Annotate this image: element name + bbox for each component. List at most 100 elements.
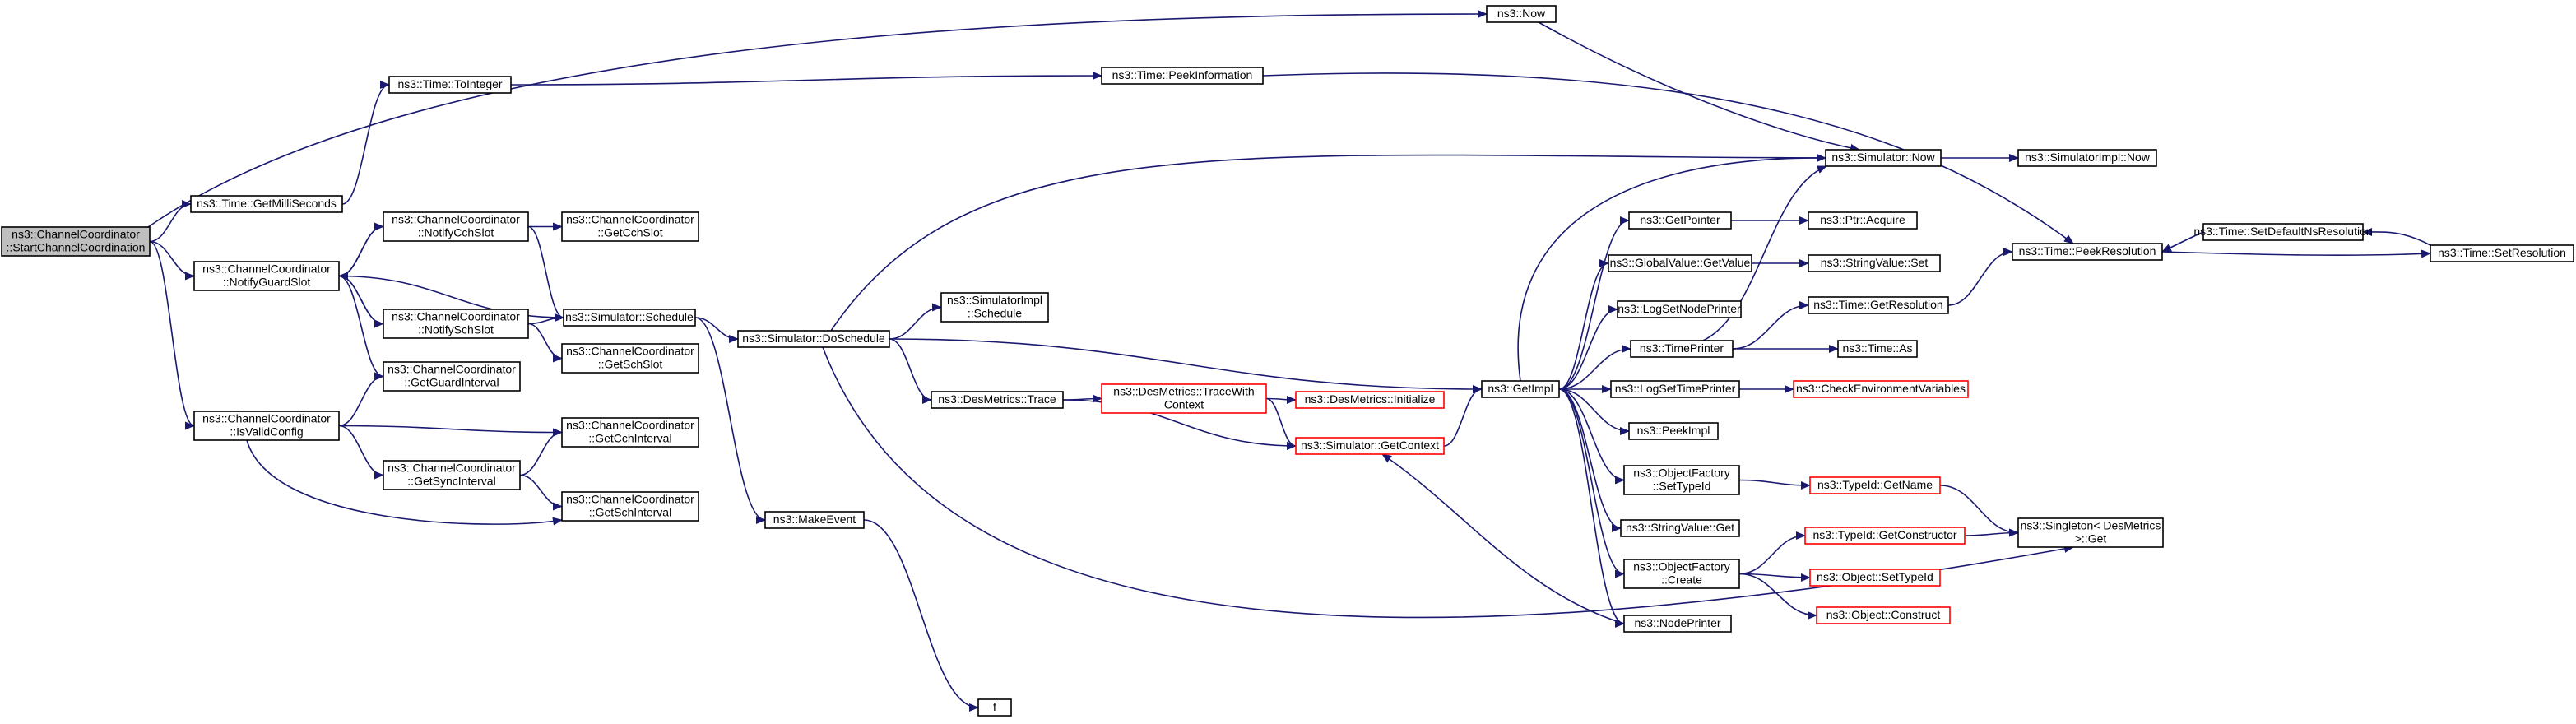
node-getres[interactable]: ns3::Time::GetResolution (1808, 296, 1949, 314)
node-getimpl[interactable]: ns3::GetImpl (1481, 380, 1560, 398)
node-checkenv[interactable]: ns3::CheckEnvironmentVariables (1793, 380, 1969, 398)
node-dminit[interactable]: ns3::DesMetrics::Initialize (1295, 391, 1445, 409)
node-simsched[interactable]: ns3::Simulator::Schedule (563, 309, 696, 327)
node-box (1630, 340, 1734, 358)
node-ofcreate[interactable]: ns3::ObjectFactory::Create (1623, 559, 1740, 589)
node-label: ::NotifyGuardSlot (223, 276, 311, 289)
node-objsettypeid[interactable]: ns3::Object::SetTypeId (1809, 569, 1941, 587)
node-simimplnow[interactable]: ns3::SimulatorImpl::Now (2017, 149, 2157, 167)
node-box (1809, 476, 1941, 494)
edge-getimpl-to-nodeprinter (1558, 388, 1625, 628)
node-simnow[interactable]: ns3::Simulator::Now (1825, 149, 1942, 167)
edge-simsched-to-makeevent (694, 317, 766, 524)
node-gvgetvalue[interactable]: ns3::GlobalValue::GetValue (1608, 254, 1752, 272)
node-label: ns3::LogSetTimePrinter (1615, 382, 1736, 395)
node-label: ns3::LogSetNodePrinter (1618, 302, 1741, 315)
edge-getms-to-toint (341, 81, 390, 205)
node-label: ::Schedule (968, 307, 1022, 320)
node-getguard[interactable]: ns3::ChannelCoordinator::GetGuardInterva… (383, 361, 521, 392)
node-box (1610, 380, 1740, 398)
node-box (1295, 391, 1445, 409)
node-box (2017, 517, 2164, 548)
node-box (383, 361, 521, 392)
node-nodeprinter[interactable]: ns3::NodePrinter (1623, 615, 1732, 633)
node-notifysch[interactable]: ns3::ChannelCoordinator::NotifySchSlot (383, 309, 529, 339)
node-dosched[interactable]: ns3::Simulator::DoSchedule (737, 330, 890, 348)
node-box (190, 195, 343, 213)
node-getschslot[interactable]: ns3::ChannelCoordinator::GetSchSlot (561, 343, 699, 374)
node-tidgetctor[interactable]: ns3::TypeId::GetConstructor (1804, 527, 1966, 545)
node-getsync[interactable]: ns3::ChannelCoordinator::GetSyncInterval (383, 460, 521, 490)
node-makeevent[interactable]: ns3::MakeEvent (764, 511, 865, 529)
node-timeas[interactable]: ns3::Time::As (1837, 340, 1918, 358)
node-label: ns3::SimulatorImpl (947, 294, 1042, 307)
node-box (1808, 296, 1949, 314)
edge-ofcreate-to-objsettypeid (1738, 573, 1811, 582)
node-label: ns3::Time::GetResolution (1813, 298, 1942, 311)
node-label: ns3::Time::ToInteger (397, 77, 502, 90)
edge-ofcreate-to-tidgetctor (1738, 531, 1806, 575)
node-label: f (993, 700, 996, 713)
edge-ofsettypeid-to-tidgetname (1738, 479, 1811, 490)
node-start[interactable]: ns3::ChannelCoordinator::StartChannelCoo… (1, 226, 151, 257)
node-label: ::GetCchSlot (597, 226, 662, 239)
edge-path (338, 272, 384, 325)
node-tidgetname[interactable]: ns3::TypeId::GetName (1809, 476, 1941, 494)
edge-path (1558, 345, 1631, 390)
node-singleton[interactable]: ns3::Singleton< DesMetrics >::Get (2017, 517, 2164, 548)
edge-path (149, 240, 195, 430)
node-box (1620, 519, 1740, 537)
edge-notifyguard-to-getguard (338, 275, 384, 381)
node-svget[interactable]: ns3::StringValue::Get (1620, 519, 1740, 537)
edge-tidgetname-to-singleton (1939, 485, 2019, 537)
node-ptracquire[interactable]: ns3::Ptr::Acquire (1808, 211, 1918, 230)
node-label: ns3::ChannelCoordinator (392, 213, 520, 226)
node-getcchslot[interactable]: ns3::ChannelCoordinator::GetCchSlot (561, 211, 699, 242)
node-peekres[interactable]: ns3::Time::PeekResolution (2012, 243, 2163, 261)
node-timeprinter[interactable]: ns3::TimePrinter (1630, 340, 1734, 358)
node-label: ::NotifyCchSlot (418, 226, 494, 239)
node-isvalid[interactable]: ns3::ChannelCoordinator::IsValidConfig (193, 411, 340, 441)
node-getpointer[interactable]: ns3::GetPointer (1628, 211, 1732, 230)
node-box (561, 211, 699, 242)
node-getctx[interactable]: ns3::Simulator::GetContext (1295, 437, 1445, 455)
edge-getsync-to-getschint (519, 474, 563, 511)
edge-dmtrace-to-getctx (1062, 399, 1297, 450)
edge-path (338, 275, 384, 381)
node-objconstruct[interactable]: ns3::Object::Construct (1816, 606, 1951, 624)
node-box (931, 391, 1064, 409)
edge-isvalid-to-getschint (246, 439, 563, 526)
node-peekinfo[interactable]: ns3::Time::PeekInformation (1101, 67, 1264, 85)
node-logsettime[interactable]: ns3::LogSetTimePrinter (1610, 380, 1740, 398)
node-label: ns3::ChannelCoordinator (566, 213, 694, 226)
node-dmtrace[interactable]: ns3::DesMetrics::Trace (931, 391, 1064, 409)
node-box (1809, 569, 1941, 587)
node-box (1623, 559, 1740, 589)
node-box (764, 511, 865, 529)
node-svset[interactable]: ns3::StringValue::Set (1808, 254, 1941, 272)
node-setdefres[interactable]: ns3::Time::SetDefaultNsResolution (2193, 223, 2373, 241)
node-box (977, 698, 1012, 717)
node-ofsettypeid[interactable]: ns3::ObjectFactory::SetTypeId (1623, 465, 1740, 495)
node-getschint[interactable]: ns3::ChannelCoordinator::GetSchInterval (561, 491, 699, 522)
node-logsetnode[interactable]: ns3::LogSetNodePrinter (1617, 300, 1742, 318)
node-toint[interactable]: ns3::Time::ToInteger (388, 76, 512, 94)
edge-path (341, 81, 390, 205)
node-getms[interactable]: ns3::Time::GetMilliSeconds (190, 195, 343, 213)
node-simimplsched[interactable]: ns3::SimulatorImpl::Schedule (940, 292, 1049, 323)
node-label: ns3::ChannelCoordinator (202, 412, 331, 425)
node-now[interactable]: ns3::Now (1486, 5, 1557, 23)
node-label: ::GetSyncInterval (407, 475, 495, 488)
node-peekimpl[interactable]: ns3::PeekImpl (1628, 422, 1719, 440)
node-notifycch[interactable]: ns3::ChannelCoordinator::NotifyCchSlot (383, 211, 529, 242)
node-getcchint[interactable]: ns3::ChannelCoordinator::GetCchInterval (561, 417, 699, 448)
node-f[interactable]: f (977, 698, 1012, 717)
node-setres[interactable]: ns3::Time::SetResolution (2430, 244, 2574, 262)
node-label: ::GetGuardInterval (404, 376, 499, 389)
edge-path (1558, 388, 1625, 578)
edge-path (2362, 227, 2431, 246)
edge-path (1732, 301, 1809, 350)
edge-path (527, 323, 563, 363)
node-notifyguard[interactable]: ns3::ChannelCoordinator::NotifyGuardSlot (193, 261, 340, 291)
